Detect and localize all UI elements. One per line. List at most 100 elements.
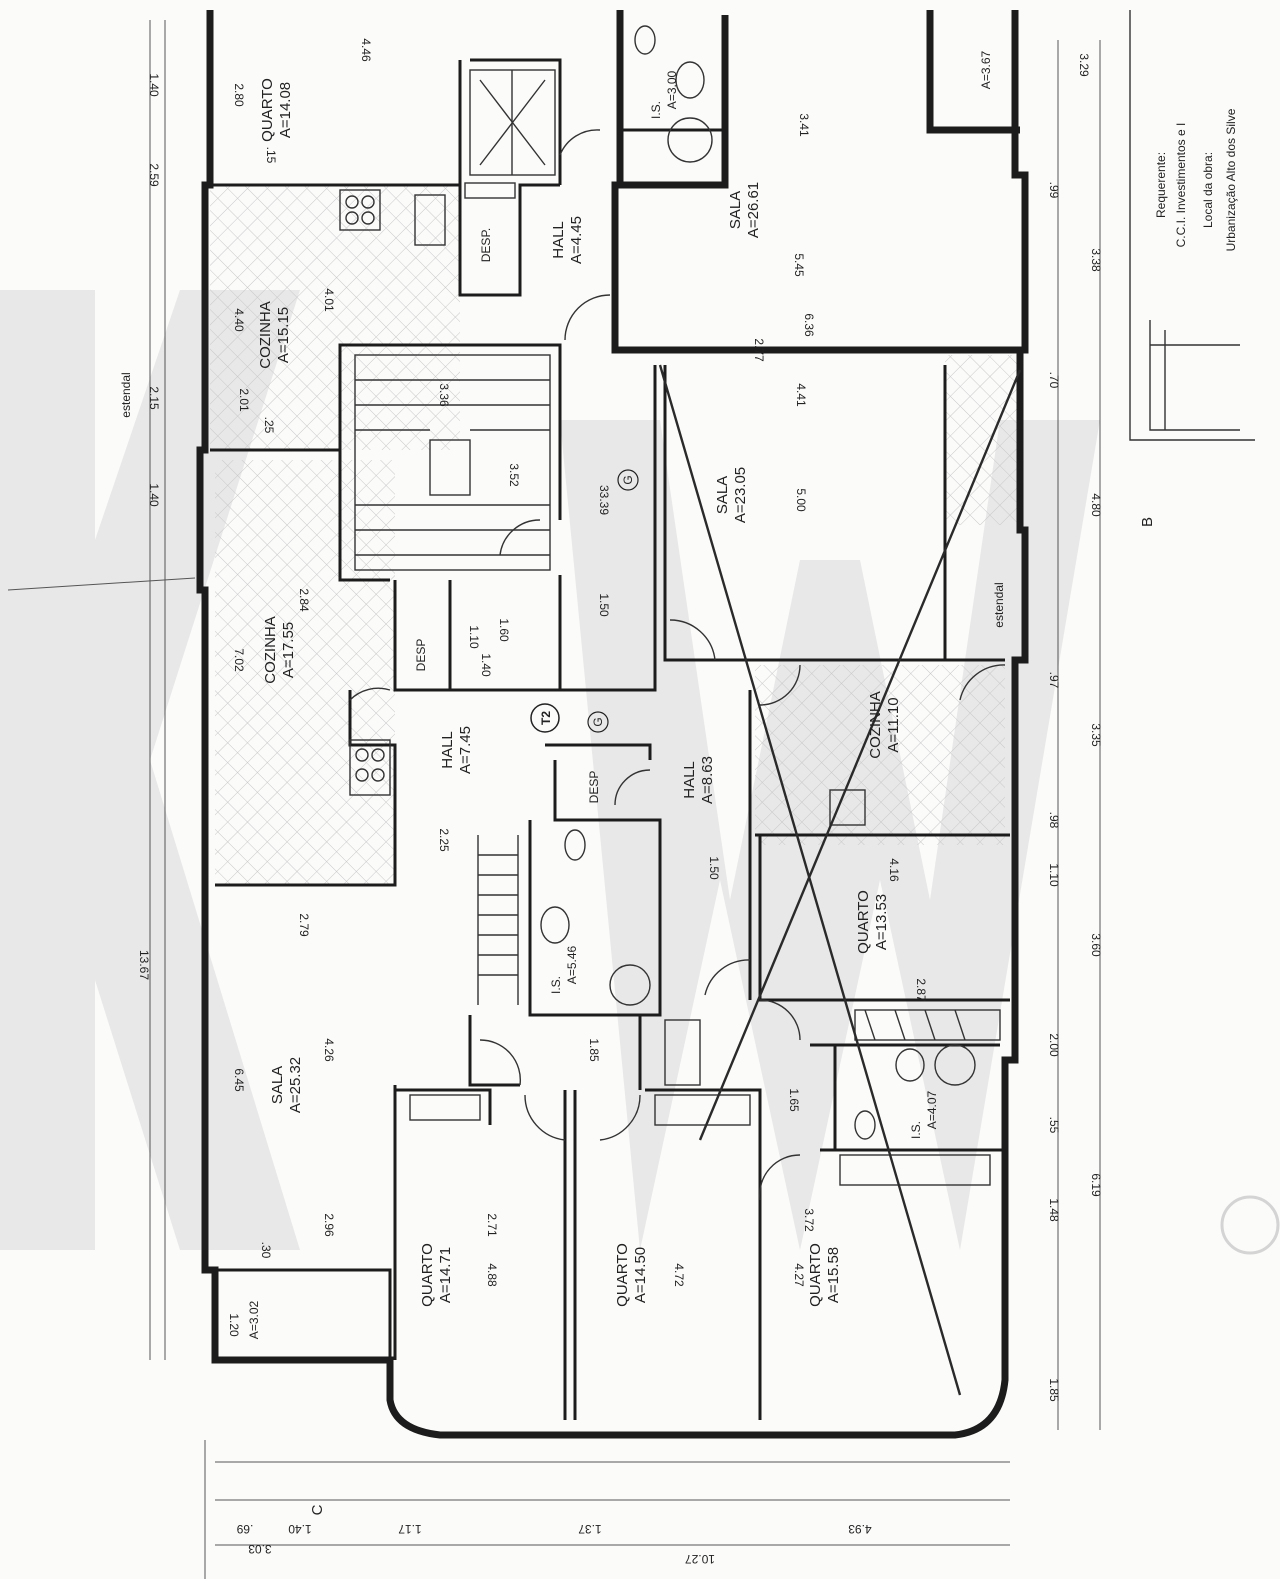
room-name: QUARTO: [259, 78, 276, 142]
dimension-label: .97: [1047, 672, 1061, 689]
dimension-label: 4.26: [322, 1038, 336, 1062]
dimension-label: 10.27: [685, 1552, 715, 1566]
room-name: COZINHA: [867, 691, 884, 759]
section-c-marker: C: [309, 1504, 326, 1515]
room-quarto-2: QUARTO A=13.53: [855, 890, 890, 954]
dimension-label: .15: [264, 147, 278, 164]
desp-label: DESP: [587, 771, 601, 804]
dimension-label: 2.79: [297, 913, 311, 937]
local-value: Urbanização Alto dos Silve: [1224, 108, 1238, 251]
balcony-area: A=3.67: [979, 50, 993, 89]
room-name: COZINHA: [262, 616, 279, 684]
dimension-label: 3.60: [1089, 933, 1103, 957]
room-sala-1: SALA A=26.61: [727, 182, 762, 238]
dimension-label: 3.03: [248, 1542, 272, 1556]
interior-walls: [210, 58, 1010, 1420]
wc-label: I.S.: [909, 1121, 923, 1139]
room-sala-3: SALA A=25.32: [269, 1057, 304, 1113]
dimension-label: 4.41: [794, 383, 808, 407]
dimension-label: 1.40: [147, 73, 161, 97]
fixtures: [339, 25, 976, 1140]
dimension-label: 1.40: [288, 1522, 312, 1536]
dimension-label: .25: [262, 417, 276, 434]
dimension-label: .55: [1047, 1117, 1061, 1134]
room-area: A=7.45: [457, 726, 474, 774]
wc-area: A=3.00: [665, 70, 679, 109]
dimension-label: 4.46: [359, 38, 373, 62]
dimension-lines: [7, 20, 1101, 1579]
kitchen-tile-areas: [210, 185, 1020, 885]
dimension-label: 3.41: [797, 113, 811, 137]
dimension-label: 3.52: [507, 463, 521, 487]
room-quarto-5: QUARTO A=15.58: [807, 1243, 842, 1307]
dimension-label: 1.85: [1047, 1378, 1061, 1402]
room-name: SALA: [714, 476, 731, 514]
room-area: A=15.58: [825, 1247, 842, 1303]
small-room-labels: DESP. DESP DESP I.S. A=3.00 I.S. A=5.46 …: [247, 50, 993, 1339]
dimension-label: 1.48: [1047, 1198, 1061, 1222]
dimension-label: 33.39: [597, 485, 611, 515]
room-quarto-3: QUARTO A=14.71: [419, 1243, 454, 1307]
room-quarto-4: QUARTO A=14.50: [614, 1243, 649, 1307]
wc-label: I.S.: [649, 101, 663, 119]
dimension-label: 1.50: [707, 856, 721, 880]
room-area: A=14.71: [437, 1247, 454, 1303]
dimension-label: 1.10: [1047, 863, 1061, 887]
desp-label: DESP: [414, 639, 428, 672]
room-name: QUARTO: [614, 1243, 631, 1307]
dimension-label: .70: [1047, 372, 1061, 389]
balcony-area: A=3.02: [247, 1300, 261, 1339]
title-block: Requerente: C.C.I. Investimentos e I Loc…: [1129, 10, 1255, 441]
room-name: QUARTO: [419, 1243, 436, 1307]
room-hall-2: HALL A=7.45: [439, 726, 474, 774]
dimension-label: 7.02: [232, 648, 246, 672]
dimension-label: 3.29: [1077, 53, 1091, 77]
room-area: A=17.55: [280, 622, 297, 678]
local-label: Local da obra:: [1201, 152, 1215, 228]
dimension-label: 6.45: [232, 1068, 246, 1092]
dimension-label: 1.17: [398, 1522, 422, 1536]
exterior-walls: [196, 10, 1029, 1439]
dimension-label: 4.40: [232, 308, 246, 332]
wardrobes: [409, 69, 1001, 1186]
desp-label: DESP.: [479, 228, 493, 262]
room-area: A=23.05: [732, 467, 749, 523]
room-area: A=11.10: [885, 697, 902, 752]
room-area: A=15.15: [275, 307, 292, 363]
dimension-label: 2.84: [297, 588, 311, 612]
typology-marker: T2: [539, 711, 553, 725]
room-area: A=14.50: [632, 1247, 649, 1303]
dimension-label: 3.72: [802, 1208, 816, 1232]
dimension-label: 2.15: [147, 386, 161, 410]
wc-label: I.S.: [549, 976, 563, 994]
dimension-label: 4.93: [848, 1522, 872, 1536]
dimension-label: 1.20: [227, 1313, 241, 1337]
gas-marker: G: [591, 717, 605, 726]
room-name: HALL: [550, 221, 567, 259]
room-sala-2: SALA A=23.05: [714, 467, 749, 523]
dimension-label: 1.37: [578, 1522, 602, 1536]
dimension-label: 1.40: [147, 483, 161, 507]
dimension-label: 5.00: [794, 488, 808, 512]
dimension-label: 1.65: [787, 1088, 801, 1112]
requerente-label: Requerente:: [1154, 152, 1168, 218]
room-area: A=14.08: [277, 82, 294, 138]
room-name: QUARTO: [855, 890, 872, 954]
strike-through-lines: [658, 364, 1022, 1396]
plan-markers: T2 G G estendal estendal B C: [119, 372, 1156, 1515]
dimension-label: 4.27: [792, 1263, 806, 1287]
section-b-marker: B: [1139, 517, 1156, 527]
room-labels: QUARTO A=14.08 COZINHA A=15.15 HALL A=4.…: [257, 78, 902, 1307]
stair-core: [354, 354, 551, 1005]
room-area: A=25.32: [287, 1057, 304, 1113]
dimension-label: 4.16: [887, 858, 901, 882]
estendal-label: estendal: [119, 372, 133, 417]
dimension-label: 4.01: [322, 288, 336, 312]
wc-area: A=5.46: [565, 945, 579, 984]
room-name: HALL: [439, 731, 456, 769]
room-cozinha-3: COZINHA A=11.10: [867, 691, 902, 759]
dimension-label: 4.80: [1089, 493, 1103, 517]
dimension-label: 4.72: [672, 1263, 686, 1287]
room-name: HALL: [681, 761, 698, 799]
